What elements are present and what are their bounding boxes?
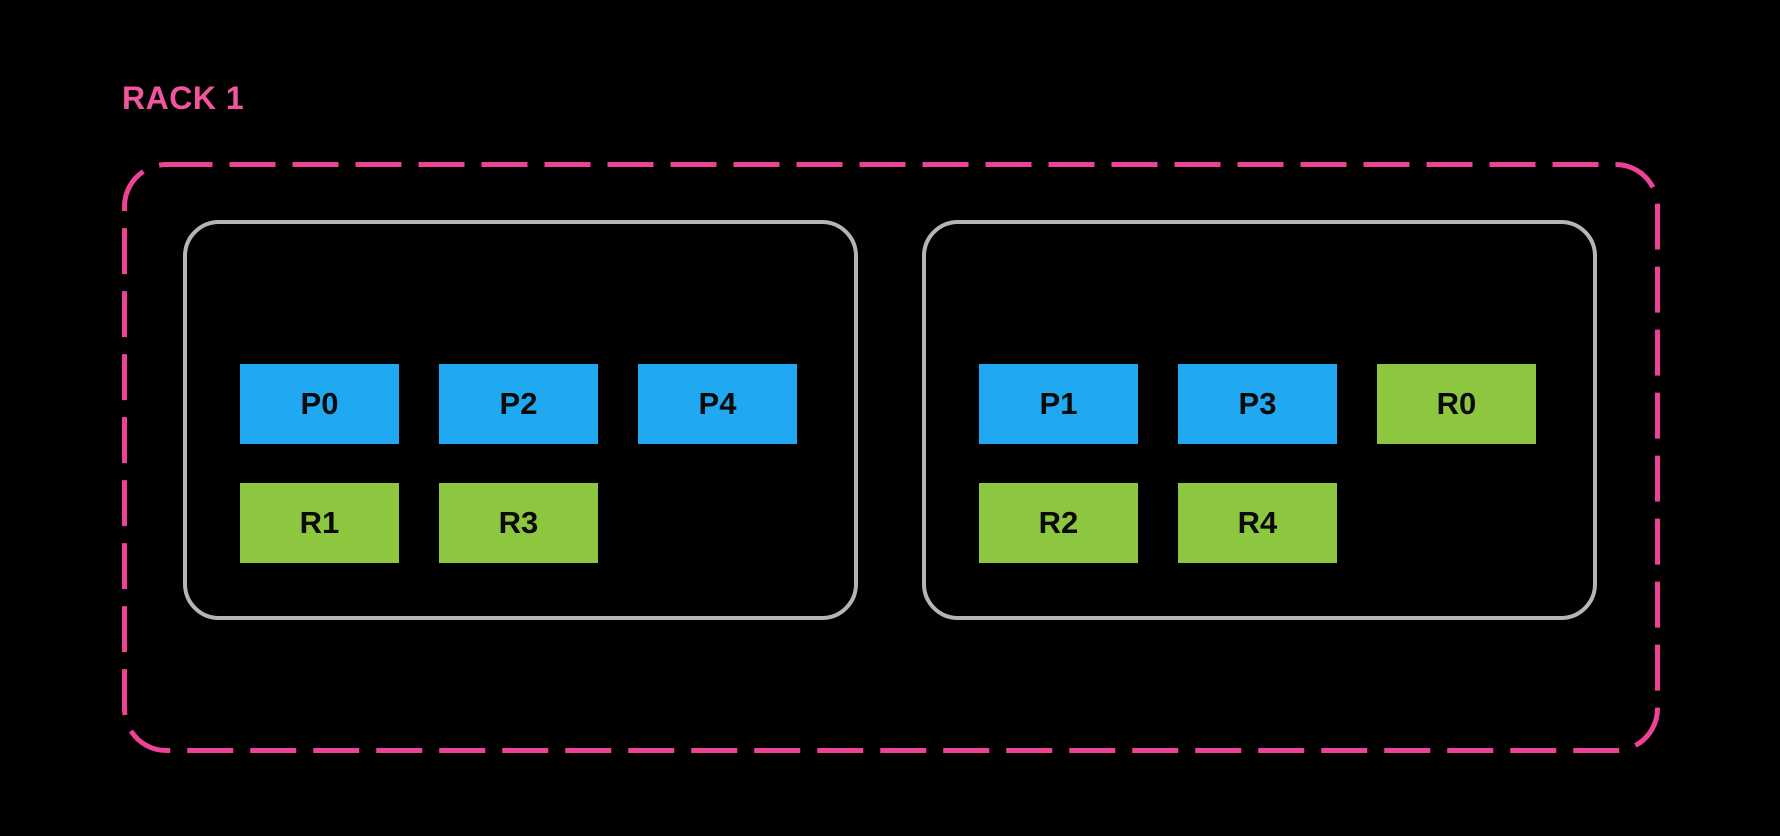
slot-p2: P2 — [439, 364, 598, 444]
node-1: P0 P2 P4 R1 R3 — [183, 220, 858, 620]
slot-r2: R2 — [979, 483, 1138, 563]
slot-r1: R1 — [240, 483, 399, 563]
node-1-top-row: P0 P2 P4 — [240, 364, 854, 444]
slot-p4: P4 — [638, 364, 797, 444]
node-1-bottom-row: R1 R3 — [240, 483, 854, 563]
slot-r3: R3 — [439, 483, 598, 563]
slot-p0: P0 — [240, 364, 399, 444]
slot-r0: R0 — [1377, 364, 1536, 444]
slot-p3: P3 — [1178, 364, 1337, 444]
node-2-top-row: P1 P3 R0 — [979, 364, 1593, 444]
slot-p1: P1 — [979, 364, 1138, 444]
rack-title: RACK 1 — [122, 80, 245, 116]
node-2-bottom-row: R2 R4 — [979, 483, 1593, 563]
node-2: P1 P3 R0 R2 R4 — [922, 220, 1597, 620]
slot-r4: R4 — [1178, 483, 1337, 563]
